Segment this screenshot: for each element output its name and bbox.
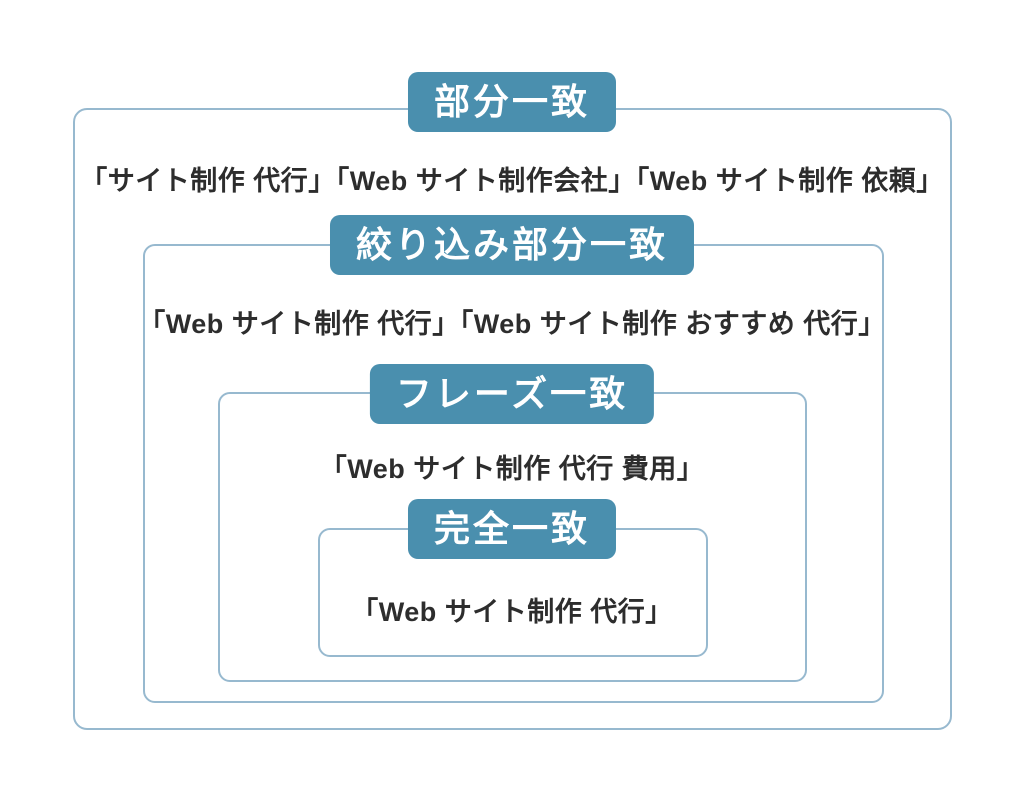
partial-match-label: 部分一致 <box>407 72 617 132</box>
phrase-match-label: フレーズ一致 <box>369 364 655 424</box>
modified-broad-match-keywords: 「Web サイト制作 代行」「Web サイト制作 おすすめ 代行」 <box>138 309 886 339</box>
phrase-match-keywords: 「Web サイト制作 代行 費用」 <box>319 454 705 484</box>
modified-broad-match-label: 絞り込み部分一致 <box>329 215 695 275</box>
exact-match-keywords: 「Web サイト制作 代行」 <box>351 597 673 627</box>
exact-match-label: 完全一致 <box>407 499 617 559</box>
partial-match-keywords: 「サイト制作 代行」「Web サイト制作会社」「Web サイト制作 依頼」 <box>80 166 944 196</box>
